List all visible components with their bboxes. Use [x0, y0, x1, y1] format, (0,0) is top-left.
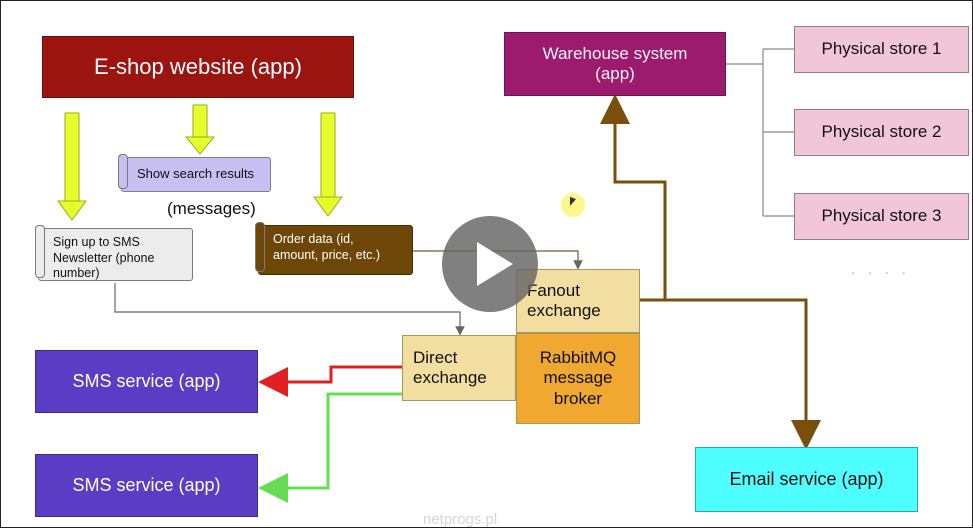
eshop-label: E-shop website (app): [94, 53, 302, 79]
play-icon: [477, 242, 513, 286]
watermark: netprogs.pl: [423, 511, 498, 528]
search-results-message: Show search results: [118, 154, 271, 192]
physical-store-3-box: Physical store 3: [794, 193, 969, 240]
fanout-to-email-arrow: [640, 298, 821, 450]
cursor-pointer-icon: [561, 193, 585, 217]
email-service-box: Email service (app): [695, 447, 918, 512]
eshop-website-box: E-shop website (app): [42, 36, 354, 98]
physical-store-1-box: Physical store 1: [794, 26, 969, 73]
warehouse-label: Warehouse system (app): [542, 43, 688, 83]
yellow-arrow-right: [313, 112, 343, 217]
rabbitmq-broker-box: RabbitMQ message broker: [516, 333, 640, 424]
yellow-arrow-left: [57, 112, 87, 221]
direct-to-sms2-arrow: [258, 392, 402, 503]
messages-label: (messages): [167, 199, 256, 218]
sms-service-2-box: SMS service (app): [35, 454, 258, 517]
store-branch-lines: [726, 48, 794, 217]
more-stores-ellipsis: . . . .: [851, 261, 911, 278]
play-button[interactable]: [442, 216, 538, 312]
physical-store-2-box: Physical store 2: [794, 109, 969, 156]
warehouse-system-box: Warehouse system (app): [504, 32, 726, 96]
store-1-label: Physical store 1: [821, 39, 942, 59]
store-3-label: Physical store 3: [821, 206, 942, 226]
fanout-exchange-box: Fanout exchange: [516, 269, 640, 333]
newsletter-message: Sign up to SMS Newsletter (phone number): [35, 225, 193, 281]
newsletter-to-direct-line: [114, 283, 465, 336]
order-data-message: Order data (id, amount, price, etc.): [255, 222, 413, 275]
direct-exchange-box: Direct exchange: [402, 335, 516, 401]
sms-service-1-box: SMS service (app): [35, 350, 258, 413]
yellow-arrow-middle: [184, 104, 216, 155]
store-2-label: Physical store 2: [821, 122, 942, 142]
direct-to-sms1-arrow: [258, 365, 402, 397]
